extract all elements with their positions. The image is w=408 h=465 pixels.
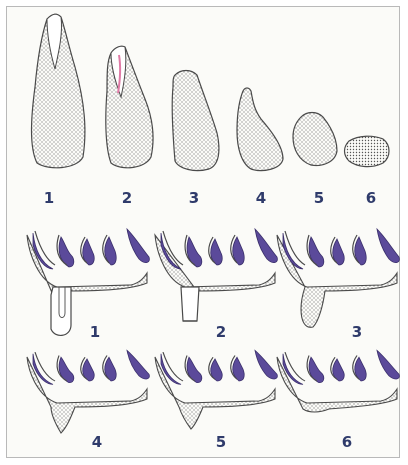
figure-panel: 1 2 3 4 5 6 1 2 3 4 5	[6, 6, 400, 458]
top-label-5: 5	[314, 189, 324, 207]
tooth-3	[172, 71, 219, 171]
bottom-label-4: 4	[92, 433, 102, 451]
middle-label-1: 1	[90, 323, 100, 341]
jaw-section-5	[155, 350, 277, 429]
top-label-6: 6	[366, 189, 376, 207]
jaw-section-6	[277, 350, 399, 412]
tooth-4	[237, 88, 283, 171]
jaw-section-3	[277, 229, 399, 327]
tooth-5	[293, 113, 337, 166]
top-label-2: 2	[122, 189, 132, 207]
diagram-svg: 1 2 3 4 5 6 1 2 3 4 5	[7, 7, 401, 459]
jaw-section-2	[155, 229, 277, 321]
middle-label-3: 3	[352, 323, 362, 341]
bottom-label-5: 5	[216, 433, 226, 451]
top-label-3: 3	[189, 189, 199, 207]
tooth-6	[345, 136, 390, 166]
top-label-4: 4	[256, 189, 266, 207]
top-label-1: 1	[44, 189, 54, 207]
jaw-section-4	[27, 350, 149, 433]
tooth-1	[32, 14, 85, 168]
middle-label-2: 2	[216, 323, 226, 341]
jaw-section-1	[27, 229, 149, 335]
bottom-label-6: 6	[342, 433, 352, 451]
tooth-2	[106, 46, 153, 168]
